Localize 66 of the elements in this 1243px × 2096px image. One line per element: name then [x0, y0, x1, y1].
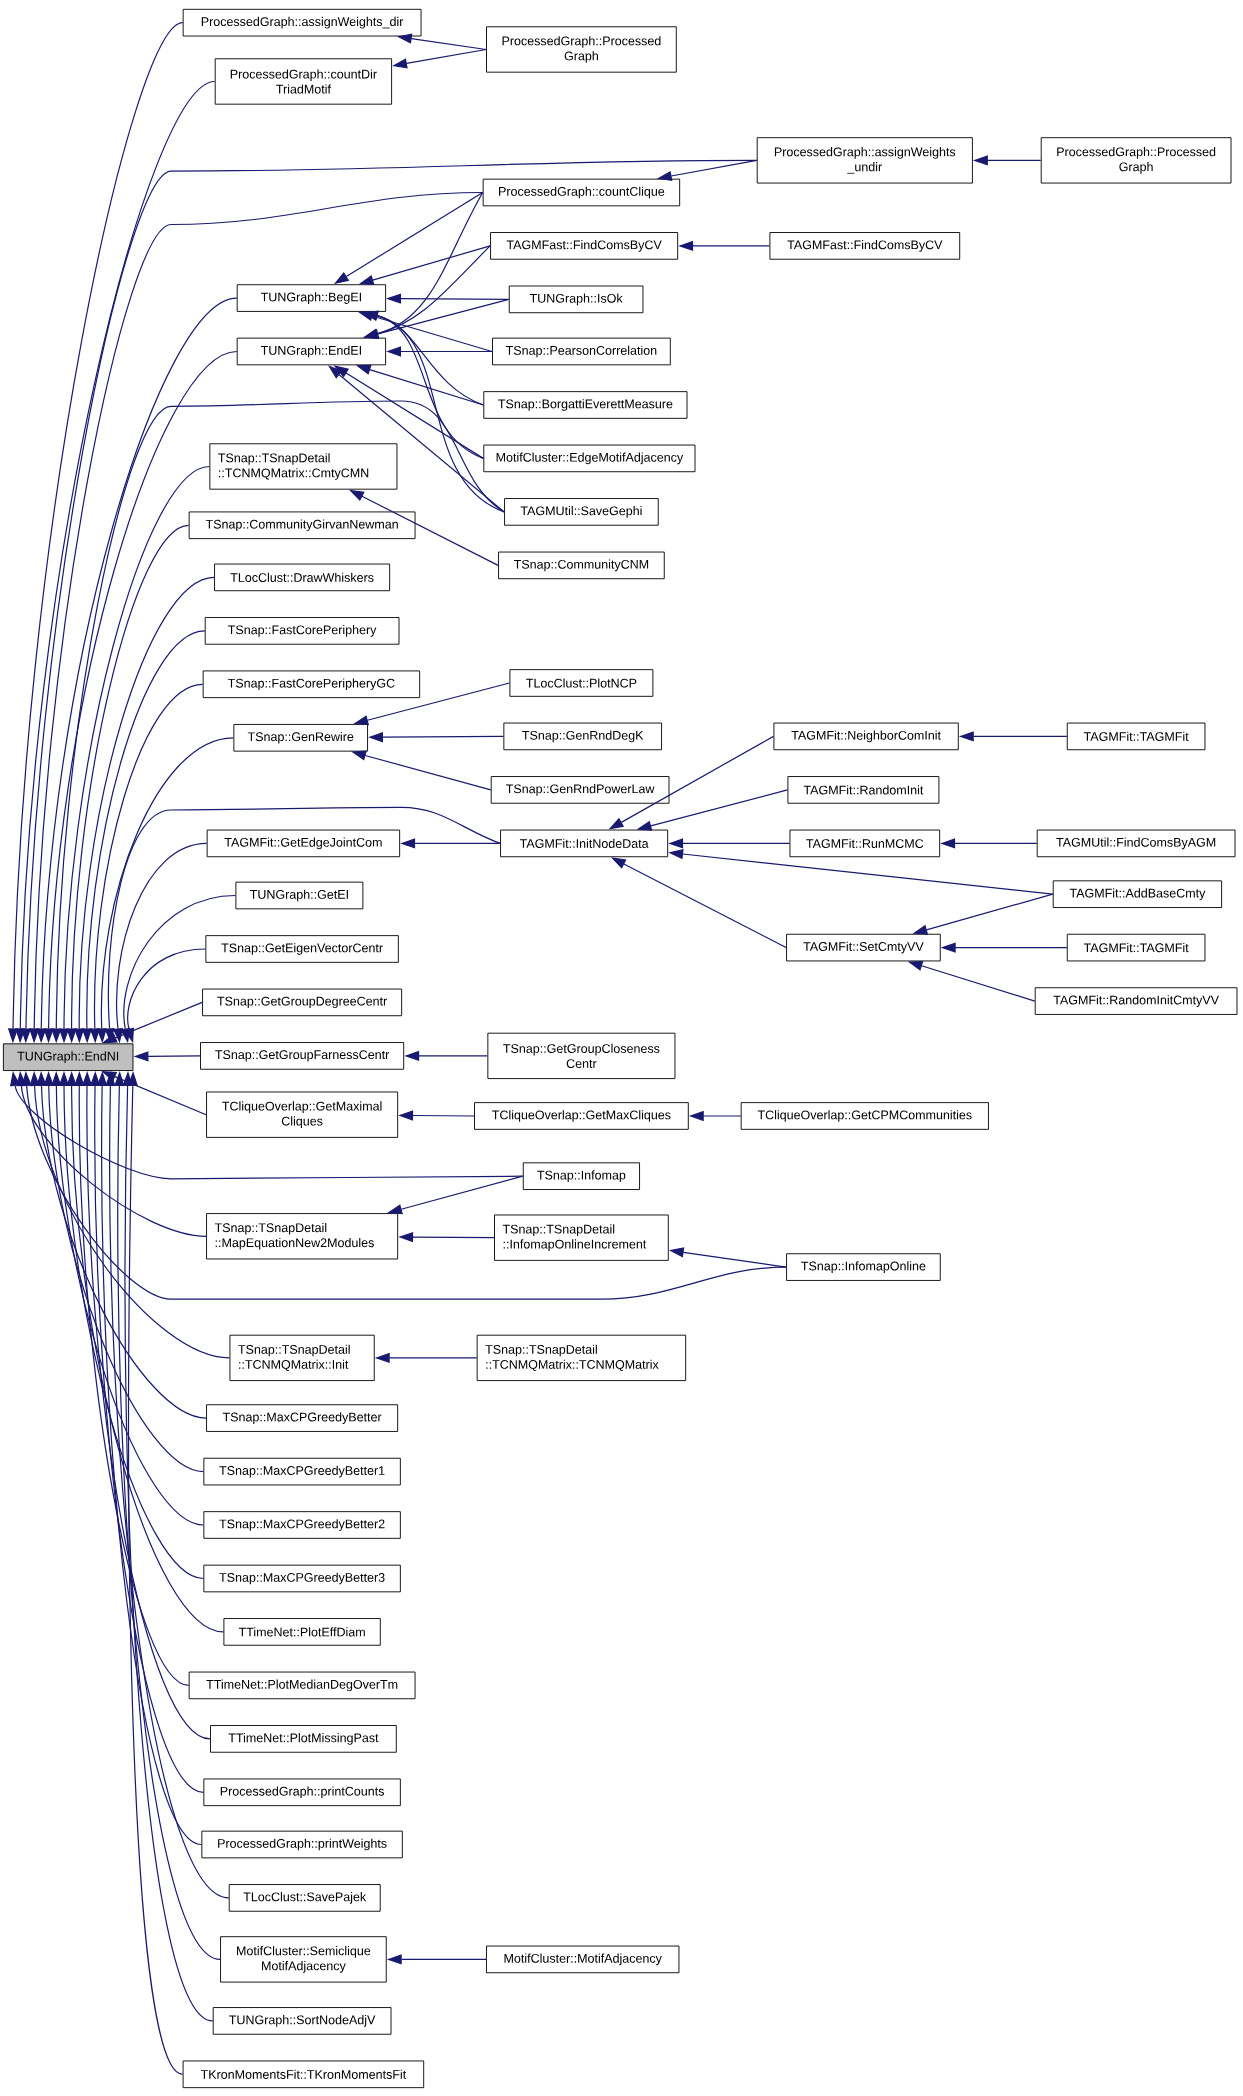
function-box: TSnap::GenRewire: [233, 723, 368, 752]
function-box: TAGMFit::RandomInit: [787, 776, 940, 804]
function-box: TAGMFast::FindComsByCV: [490, 232, 679, 260]
function-box: TSnap::BorgattiEverettMeasure: [483, 391, 688, 419]
function-box: TSnap::GenRndDegK: [503, 722, 662, 751]
function-box: MotifCluster::EdgeMotifAdjacency: [483, 444, 696, 473]
function-box: TAGMUtil::SaveGephi: [504, 498, 659, 526]
function-box: TSnap::GetGroupCloseness Centr: [487, 1032, 676, 1080]
function-box: TAGMFit::NeighborComInit: [773, 722, 959, 751]
function-box: TCliqueOverlap::GetMaximal Cliques: [206, 1091, 399, 1138]
function-box: MotifCluster::Semiclique MotifAdjacency: [220, 1936, 387, 1983]
function-box: ProcessedGraph::printWeights: [201, 1830, 403, 1859]
function-box: ProcessedGraph::Processed Graph: [1040, 137, 1232, 184]
function-box: TUNGraph::SortNodeAdjV: [212, 2007, 392, 2035]
function-box: TSnap::FastCorePeriphery: [204, 617, 400, 645]
function-box: TLocClust::SavePajek: [228, 1884, 381, 1912]
function-box: TAGMFit::RandomInitCmtyVV: [1034, 987, 1238, 1015]
function-box: TLocClust::DrawWhiskers: [214, 563, 391, 592]
function-box: TKronMomentsFit::TKronMomentsFit: [182, 2060, 425, 2089]
function-box: TSnap::PearsonCorrelation: [492, 337, 671, 366]
function-box: TSnap::CommunityGirvanNewman: [188, 511, 416, 540]
function-box: TUNGraph::GetEI: [235, 881, 364, 910]
function-box: TSnap::MaxCPGreedyBetter3: [203, 1564, 401, 1593]
function-box: TCliqueOverlap::GetMaxCliques: [474, 1102, 689, 1130]
function-box: TUNGraph::EndEI: [236, 337, 387, 366]
function-box: TAGMFit::SetCmtyVV: [786, 933, 941, 962]
function-box: TAGMFit::TAGMFit: [1066, 722, 1206, 751]
function-box: TAGMUtil::FindComsByAGM: [1036, 829, 1236, 858]
function-box: TSnap::TSnapDetail ::InfomapOnlineIncrement: [494, 1214, 669, 1261]
function-box: TSnap::TSnapDetail ::MapEquationNew2Modules: [206, 1213, 399, 1260]
function-box: TSnap::GetEigenVectorCentr: [205, 935, 399, 963]
function-box: ProcessedGraph::assignWeights _undir: [756, 137, 973, 184]
function-box: TSnap::FastCorePeripheryGC: [202, 670, 421, 699]
function-box: TSnap::InfomapOnline: [786, 1253, 941, 1281]
function-box: TSnap::CommunityCNM: [498, 551, 665, 580]
function-box: TSnap::TSnapDetail ::TCNMQMatrix::CmtyCMN: [209, 443, 398, 490]
function-box: TAGMFit::TAGMFit: [1066, 933, 1206, 962]
arrow: [328, 365, 505, 513]
function-box: TSnap::GenRndPowerLaw: [490, 776, 670, 804]
function-box: TSnap::MaxCPGreedyBetter1: [203, 1457, 401, 1486]
function-box: TUNGraph::IsOk: [508, 285, 644, 314]
function-box: TLocClust::PlotNCP: [509, 669, 654, 697]
function-box: ProcessedGraph::countDir TriadMotif: [214, 58, 393, 105]
function-box: TTimeNet::PlotMedianDegOverTm: [188, 1671, 416, 1700]
function-box: TTimeNet::PlotEffDiam: [223, 1618, 381, 1646]
function-box: ProcessedGraph::printCounts: [203, 1778, 401, 1807]
function-box: TAGMFit::GetEdgeJointCom: [206, 829, 401, 858]
function-box: TSnap::GetGroupFarnessCentr: [200, 1042, 405, 1070]
function-box: TSnap::MaxCPGreedyBetter: [206, 1404, 399, 1432]
function-box: TSnap::GetGroupDegreeCentr: [202, 988, 403, 1017]
function-box: TAGMFast::FindComsByCV: [769, 232, 961, 260]
function-box: TUNGraph::BegEI: [236, 284, 387, 312]
function-box: ProcessedGraph::countClique: [482, 178, 681, 207]
function-box: ProcessedGraph::assignWeights_dir: [182, 8, 422, 37]
function-box: TCliqueOverlap::GetCPMCommunities: [740, 1102, 989, 1130]
function-box: TSnap::TSnapDetail ::TCNMQMatrix::Init: [229, 1334, 375, 1382]
function-box: TAGMFit::AddBaseCmty: [1052, 880, 1223, 908]
function-box: TUNGraph::EndNI: [2, 1043, 134, 1071]
function-box: TTimeNet::PlotMissingPast: [210, 1725, 397, 1753]
function-box: TAGMFit::InitNodeData: [500, 829, 669, 858]
function-box: TSnap::MaxCPGreedyBetter2: [203, 1511, 401, 1539]
function-box: MotifCluster::MotifAdjacency: [486, 1945, 680, 1974]
function-box: TSnap::TSnapDetail ::TCNMQMatrix::TCNMQMatrix: [476, 1334, 687, 1382]
function-box: TAGMFit::RunMCMC: [789, 829, 941, 858]
function-box: ProcessedGraph::Processed Graph: [486, 26, 677, 73]
function-box: TSnap::Infomap: [522, 1162, 640, 1190]
